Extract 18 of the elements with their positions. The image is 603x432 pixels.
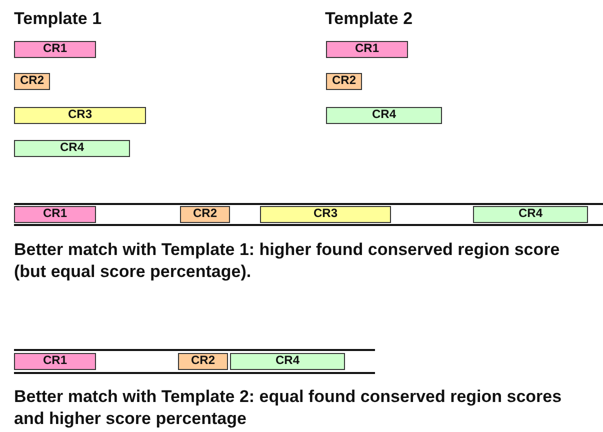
region-bar: CR2 <box>326 73 362 90</box>
region-bar: CR2 <box>180 206 230 223</box>
region-bar: CR3 <box>14 107 146 124</box>
region-bar: CR1 <box>14 206 96 223</box>
region-bar: CR4 <box>14 140 130 157</box>
region-bar: CR1 <box>14 353 96 370</box>
region-bar: CR2 <box>178 353 228 370</box>
region-bar: CR3 <box>260 206 391 223</box>
heading: Template 1 <box>14 8 102 30</box>
caption: Better match with Template 2: equal found conserved region scores and higher score percentage <box>14 386 563 430</box>
region-bar: CR4 <box>326 107 442 124</box>
region-bar: CR1 <box>326 41 408 58</box>
region-bar: CR2 <box>14 73 50 90</box>
caption: Better match with Template 1: higher found conserved region score (but equal score percentage). <box>14 239 561 283</box>
heading: Template 2 <box>325 8 413 30</box>
region-bar: CR4 <box>230 353 345 370</box>
region-bar: CR4 <box>473 206 588 223</box>
region-bar: CR1 <box>14 41 96 58</box>
